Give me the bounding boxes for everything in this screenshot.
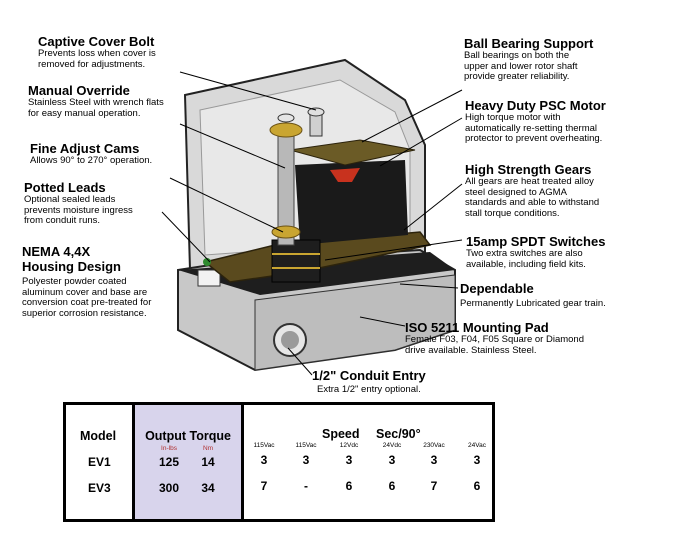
- speed-value: 3: [388, 453, 396, 467]
- callout-captive-cover-bolt: Captive Cover Bolt Prevents loss when co…: [38, 34, 156, 70]
- callout-desc: Two extra switches are also available, i…: [466, 248, 586, 270]
- callout-title: 15amp SPDT Switches: [466, 234, 606, 249]
- callout-title: NEMA 4,4X Housing Design: [22, 244, 121, 274]
- callout-heavy-duty-motor: Heavy Duty PSC Motor High torque motor w…: [465, 98, 606, 145]
- callout-desc: Polyester powder coated aluminum cover a…: [22, 276, 152, 319]
- callout-high-strength-gears: High Strength Gears All gears are heat t…: [465, 162, 599, 219]
- side-entry: [197, 269, 221, 287]
- torque-unit-nm: Nm: [202, 445, 214, 452]
- model-header: Model: [80, 429, 117, 443]
- callout-title: 1/2" Conduit Entry: [312, 368, 426, 383]
- leader-fine-adjust: [169, 177, 284, 233]
- voltage-label: 24Vac: [468, 442, 486, 449]
- callout-spdt-switches: 15amp SPDT Switches Two extra switches a…: [466, 234, 605, 270]
- leader-potted-leads: [161, 211, 211, 263]
- callout-title: Manual Override: [28, 83, 130, 98]
- motor-red-accent: [330, 168, 360, 182]
- speed-value: 3: [473, 453, 481, 467]
- torque-column-band: [132, 405, 244, 519]
- leader-motor: [379, 117, 463, 167]
- torque-unit-inlbs: In-lbs: [161, 445, 177, 452]
- sec-header: Sec/90°: [376, 427, 421, 441]
- cover-bolt-head: [307, 107, 325, 117]
- model-ev3: EV3: [88, 481, 111, 495]
- switch-stack: [271, 239, 321, 283]
- callout-title: High Strength Gears: [465, 162, 592, 177]
- speed-value: -: [304, 479, 308, 493]
- callout-desc: Permanently Lubricated gear train.: [460, 298, 606, 309]
- gold-cam-top: [269, 122, 303, 138]
- speed-value: 7: [260, 479, 268, 493]
- leader-manual-override: [179, 123, 286, 169]
- callout-title: Potted Leads: [24, 180, 106, 195]
- voltage-label: 24Vdc: [382, 442, 402, 449]
- torque-inlbs: 125: [158, 455, 180, 469]
- voltage-label: 12Vdc: [339, 442, 359, 449]
- leader-dependable: [399, 283, 459, 289]
- callout-fine-adjust-cams: Fine Adjust Cams Allows 90° to 270° oper…: [30, 141, 152, 167]
- leader-ball-bearing: [361, 89, 463, 143]
- leader-mounting-pad: [359, 316, 406, 327]
- motor-body: [295, 160, 408, 245]
- speed-value: 7: [430, 479, 438, 493]
- callout-desc: Female F03, F04, F05 Square or Diamond d…: [405, 334, 585, 356]
- speed-value: 6: [345, 479, 353, 493]
- callout-ball-bearing-support: Ball Bearing Support Ball bearings on bo…: [464, 36, 593, 83]
- callout-desc: Ball bearings on both the upper and lowe…: [464, 50, 578, 82]
- callout-title: Dependable: [460, 281, 534, 296]
- speed-header: Speed: [322, 427, 360, 441]
- callout-title: Ball Bearing Support: [464, 36, 594, 51]
- spec-table: Model Output Torque In-lbs Nm Speed Sec/…: [63, 402, 495, 522]
- callout-dependable: Dependable Permanently Lubricated gear t…: [460, 281, 606, 310]
- callout-desc: Extra 1/2" entry optional.: [317, 384, 421, 395]
- gold-cam-bottom: [271, 225, 301, 239]
- torque-header: Output Torque: [145, 429, 231, 443]
- callout-conduit-entry: 1/2" Conduit Entry Extra 1/2" entry opti…: [312, 368, 426, 396]
- torque-inlbs: 300: [158, 481, 180, 495]
- callout-manual-override: Manual Override Stainless Steel with wre…: [28, 83, 164, 119]
- torque-nm: 34: [201, 481, 215, 495]
- voltage-label: 230Vac: [423, 442, 445, 449]
- manual-override-hex: [277, 113, 295, 123]
- leader-lines: [161, 71, 463, 376]
- callout-title: ISO 5211 Mounting Pad: [405, 320, 549, 335]
- leader-captive-bolt: [179, 71, 317, 111]
- callout-desc: Prevents loss when cover is removed for …: [38, 48, 156, 70]
- motor-top-plate: [289, 139, 416, 166]
- torque-nm: 14: [201, 455, 215, 469]
- callout-title: Fine Adjust Cams: [30, 141, 140, 156]
- conduit-hole-inner: [281, 331, 299, 349]
- speed-value: 3: [302, 453, 310, 467]
- callout-nema-housing: NEMA 4,4X Housing Design Polyester powde…: [22, 244, 151, 319]
- callout-desc: All gears are heat treated alloy steel d…: [465, 176, 600, 219]
- callout-title: Heavy Duty PSC Motor: [465, 98, 606, 113]
- speed-value: 6: [473, 479, 481, 493]
- voltage-label: 115Vac: [295, 442, 317, 449]
- callout-desc: High torque motor with automatically re-…: [465, 112, 603, 144]
- callout-potted-leads: Potted Leads Optional sealed leads preve…: [24, 180, 133, 227]
- leader-conduit: [287, 347, 313, 376]
- callout-desc: Allows 90° to 270° operation.: [30, 155, 153, 166]
- voltage-label: 115Vac: [253, 442, 275, 449]
- callout-iso-mounting-pad: ISO 5211 Mounting Pad Female F03, F04, F…: [405, 320, 584, 356]
- callout-title: Captive Cover Bolt: [38, 34, 155, 49]
- callout-desc: Optional sealed leads prevents moisture …: [24, 194, 133, 226]
- model-ev1: EV1: [88, 455, 111, 469]
- lead-grommet: [203, 258, 211, 266]
- speed-value: 6: [388, 479, 396, 493]
- speed-value: 3: [345, 453, 353, 467]
- speed-value: 3: [260, 453, 268, 467]
- leader-gears: [403, 183, 463, 231]
- speed-value: 3: [430, 453, 438, 467]
- leader-switches: [324, 239, 463, 261]
- callout-desc: Stainless Steel with wrench flats for ea…: [28, 97, 164, 119]
